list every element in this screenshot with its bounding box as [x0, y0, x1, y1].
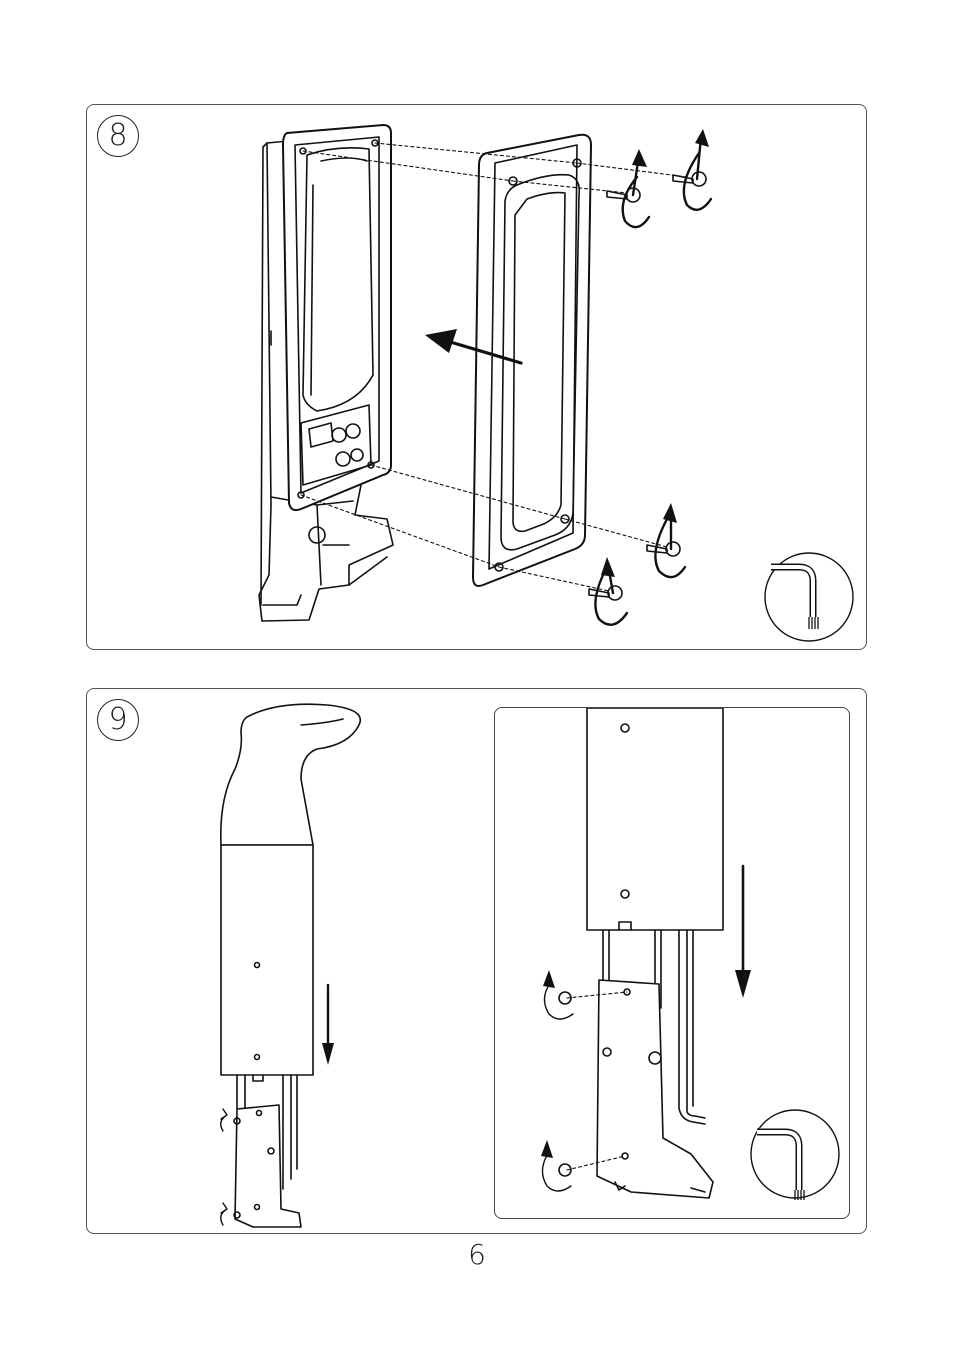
screw-top-left	[607, 149, 649, 227]
step-9-lamp-illustration	[87, 689, 487, 1235]
screw-bottom-right	[647, 503, 685, 577]
detail-screw-upper	[543, 970, 573, 1019]
allen-key-icon	[765, 553, 853, 641]
lamp-head	[221, 704, 361, 845]
screw-bottom-left	[589, 557, 627, 625]
allen-key-icon	[751, 1110, 839, 1200]
slide-down-arrow-detail	[735, 866, 751, 998]
housing-frame	[283, 125, 391, 510]
step-8-panel: 8	[86, 104, 867, 650]
mounting-post-detail	[597, 930, 713, 1198]
screw-top-right	[673, 129, 711, 210]
step-8-illustration	[87, 105, 868, 651]
detail-inset	[494, 707, 850, 1219]
glass-cover	[473, 135, 591, 586]
lamp-sleeve	[221, 845, 313, 1081]
mounting-post	[234, 1075, 301, 1227]
step-9-panel: 9	[86, 688, 867, 1234]
step-9-detail-illustration	[495, 708, 850, 1219]
page-number: 6	[0, 1238, 954, 1271]
slide-down-arrow	[322, 985, 334, 1065]
detail-screw-lower	[541, 1140, 571, 1191]
lamp-sleeve-detail	[587, 708, 723, 930]
